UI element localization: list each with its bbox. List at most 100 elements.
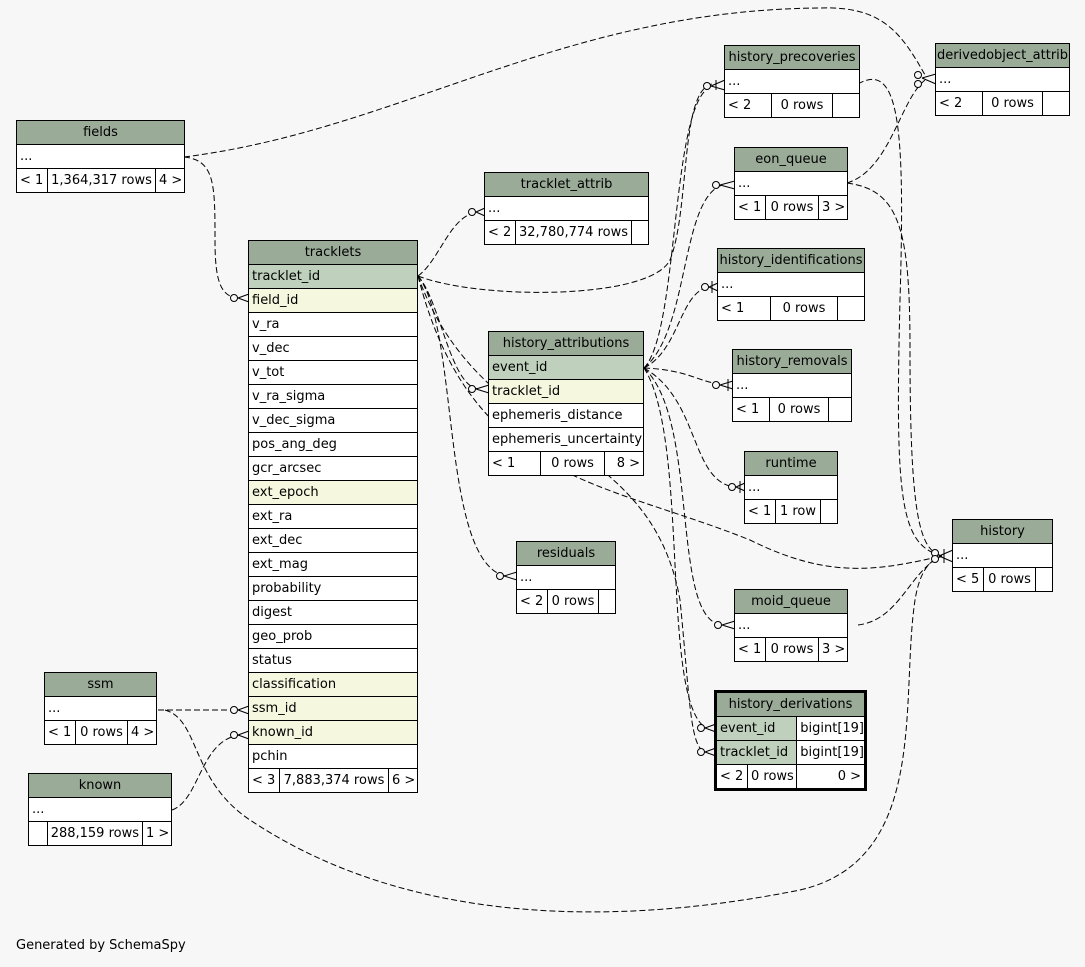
edge-attrib-precoveries (643, 85, 713, 369)
table-row: event_id (489, 356, 643, 380)
footer-rowcount: 288,159 rows (46, 822, 142, 845)
edge-attrib-eon (643, 184, 723, 369)
edge-tracklets-history (417, 275, 943, 569)
table-footer: < 2 0 rows 0 > (717, 765, 864, 788)
table-known[interactable]: known ... 288,159 rows 1 > (28, 773, 172, 846)
table-footer: < 2 0 rows (725, 94, 859, 117)
table-footer: < 1 0 rows (733, 398, 851, 421)
footer-parents: < 2 (488, 225, 512, 240)
footer-rowcount: 32,780,774 rows (515, 221, 631, 244)
footer-rowcount: 0 rows (770, 297, 837, 320)
footer-children: 3 > (818, 638, 847, 661)
table-row: known_id (249, 721, 417, 745)
table-header: tracklet_attrib (485, 173, 648, 197)
table-footer: < 1 1 row (745, 500, 837, 523)
table-footer: < 1 0 rows (718, 297, 864, 320)
table-header: history_derivations (717, 693, 864, 717)
footer-parents (29, 822, 47, 845)
footer-rowcount: 0 rows (765, 638, 818, 661)
table-row: ephemeris_distance (489, 404, 643, 428)
table-footer: < 1 0 rows 3 > (735, 196, 847, 219)
table-tracklets[interactable]: tracklets tracklet_id field_id v_ra v_de… (248, 240, 418, 793)
footer-children (598, 590, 615, 613)
footer-parents: < 1 (721, 301, 745, 316)
table-moid-queue[interactable]: moid_queue ... < 1 0 rows 3 > (734, 589, 848, 662)
footer-parents: < 1 (20, 173, 44, 188)
table-eon-queue[interactable]: eon_queue ... < 1 0 rows 3 > (734, 147, 848, 220)
table-residuals[interactable]: residuals ... < 2 0 rows (516, 541, 616, 614)
footer-children (820, 500, 837, 523)
footer-parents: < 2 (520, 594, 544, 609)
edge-eon-derivedobject (846, 79, 926, 184)
table-row: pos_ang_deg (249, 433, 417, 457)
table-fields[interactable]: fields ... < 1 1,364,317 rows 4 > (16, 120, 185, 193)
table-header: history_attributions (489, 332, 643, 356)
table-row: event_id bigint[19] (717, 717, 864, 741)
footer-rowcount: 0 rows (769, 398, 828, 421)
table-row: ... (953, 544, 1052, 568)
table-header: ssm (45, 673, 156, 697)
table-ssm[interactable]: ssm ... < 1 0 rows 4 > (44, 672, 157, 745)
table-row: gcr_arcsec (249, 457, 417, 481)
edge-eon-history (846, 182, 943, 557)
table-history-removals[interactable]: history_removals ... < 1 0 rows (732, 349, 852, 422)
table-row: ... (735, 614, 847, 638)
edge-fields-tracklets (183, 156, 241, 299)
table-derivedobject-attrib[interactable]: derivedobject_attrib ... < 2 0 rows (935, 43, 1070, 116)
table-row: v_ra (249, 313, 417, 337)
footer-parents: < 1 (748, 504, 772, 519)
table-row: ext_epoch (249, 481, 417, 505)
table-tracklet-attrib[interactable]: tracklet_attrib ... < 2 32,780,774 rows (484, 172, 649, 245)
footer-rowcount: 0 rows (547, 590, 598, 613)
footer-children (837, 297, 864, 320)
table-runtime[interactable]: runtime ... < 1 1 row (744, 451, 838, 524)
column-name: event_id (717, 717, 797, 740)
footer-rowcount: 0 rows (765, 196, 818, 219)
footer-children (832, 94, 859, 117)
table-history-identifications[interactable]: history_identifications ... < 1 0 rows (717, 248, 865, 321)
footer-children: 8 > (604, 452, 643, 475)
column-type: bigint[19] (796, 717, 864, 740)
table-row: pchin (249, 745, 417, 769)
table-row: ... (45, 697, 156, 721)
table-header: tracklets (249, 241, 417, 265)
footer-parents: < 1 (736, 402, 760, 417)
table-row: ... (735, 172, 847, 196)
footer-parents: < 2 (720, 769, 744, 784)
table-history[interactable]: history ... < 5 0 rows (952, 519, 1053, 592)
footer-parents: < 1 (492, 456, 516, 471)
table-row: status (249, 649, 417, 673)
footer-children: 1 > (142, 822, 171, 845)
footer-parents: < 1 (48, 725, 72, 740)
footer-rowcount: 0 rows (771, 94, 832, 117)
footer-parents: < 3 (252, 773, 276, 788)
table-history-precoveries[interactable]: history_precoveries ... < 2 0 rows (724, 45, 860, 118)
table-row: v_dec (249, 337, 417, 361)
table-footer: < 2 0 rows (517, 590, 615, 613)
footer-children (1035, 568, 1052, 591)
table-row: classification (249, 673, 417, 697)
table-footer: < 5 0 rows (953, 568, 1052, 591)
column-name: tracklet_id (717, 741, 797, 764)
table-row: ... (485, 197, 648, 221)
table-row: digest (249, 601, 417, 625)
table-row: probability (249, 577, 417, 601)
footer-rowcount: 7,883,374 rows (279, 769, 388, 792)
table-history-attributions[interactable]: history_attributions event_id tracklet_i… (488, 331, 644, 476)
table-row: v_ra_sigma (249, 385, 417, 409)
footer-rowcount: 0 rows (983, 568, 1035, 591)
footer-children (828, 398, 851, 421)
table-header: history_identifications (718, 249, 864, 273)
table-row: v_dec_sigma (249, 409, 417, 433)
edge-moid-history (857, 555, 943, 626)
table-history-derivations[interactable]: history_derivations event_id bigint[19] … (714, 690, 867, 791)
footer-children: 0 > (796, 765, 864, 788)
edge-tracklets-history-attrib (417, 275, 479, 390)
table-row: ... (29, 798, 171, 822)
table-row: ... (517, 566, 615, 590)
table-header: residuals (517, 542, 615, 566)
table-row: ... (718, 273, 864, 297)
table-header: history_removals (733, 350, 851, 374)
edge-tracklets-precoveries (417, 83, 713, 293)
